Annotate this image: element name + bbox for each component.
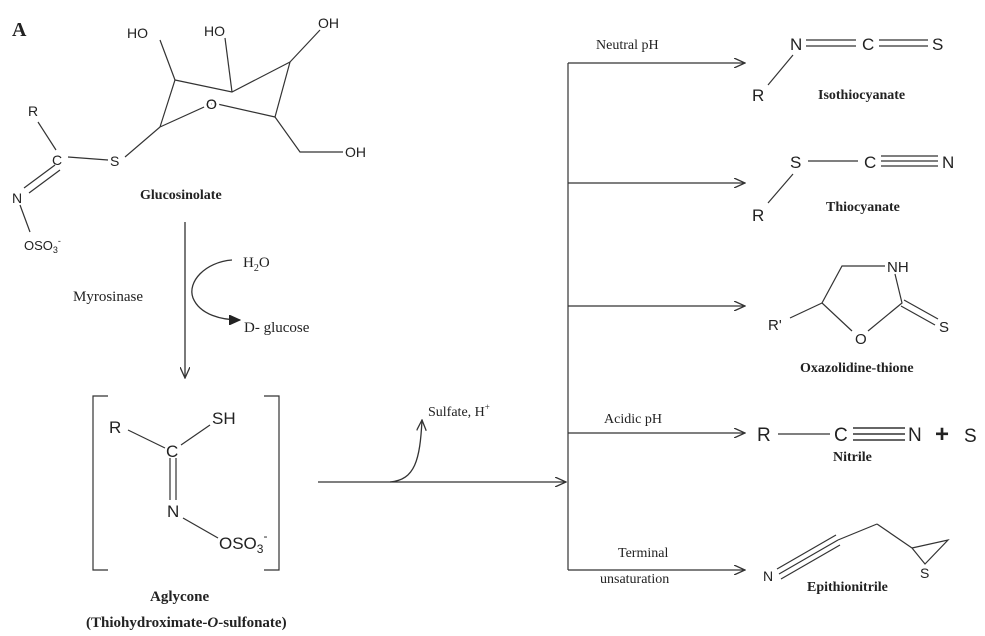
- nitrile-label: Nitrile: [833, 450, 872, 465]
- bond-ch2oh: [274, 116, 343, 153]
- bond-s-c: [67, 156, 109, 161]
- nitrile-structure: R C N + S Nitrile: [757, 421, 977, 465]
- bracket-left: [92, 395, 108, 571]
- glucose-label: D- glucose: [244, 320, 310, 336]
- ring-oxygen-bg: O: [206, 96, 217, 112]
- atom-c: C: [166, 442, 178, 461]
- curved-arrow: [191, 259, 240, 320]
- atom-n: N: [942, 153, 954, 172]
- bond-s-r: [767, 173, 794, 204]
- bond-c-r: [37, 121, 57, 151]
- atom-n: N: [790, 35, 802, 54]
- atom-r: R: [109, 418, 121, 437]
- bond-ho1: [159, 39, 176, 81]
- plus-sign: +: [935, 421, 949, 448]
- aglycone-alt-label: (Thiohydroximate-O-sulfonate): [86, 615, 287, 631]
- bond-cn-c: [780, 544, 841, 580]
- thiirane-ring: [911, 538, 950, 565]
- bond-c-n-a: [23, 164, 56, 189]
- myrosinase-label: Myrosinase: [73, 289, 143, 305]
- terminal-label: Terminal: [618, 546, 668, 561]
- isothiocyanate-label: Isothiocyanate: [818, 88, 905, 103]
- thiocyanate-label: Thiocyanate: [826, 200, 900, 215]
- water-label: H2O: [243, 255, 270, 274]
- atom-n: N: [167, 502, 179, 521]
- thiocyanate-structure: S C N R Thiocyanate: [752, 153, 954, 225]
- bond-cn-b: [778, 539, 839, 575]
- bond-ch2-ring: [876, 523, 913, 549]
- bond-n-o: [19, 204, 31, 233]
- panel-label: A: [12, 19, 27, 41]
- atom-oso3: OSO3-: [24, 236, 61, 255]
- atom-r: R: [757, 425, 771, 446]
- glucose-ring: [159, 60, 291, 128]
- atom-sulfur: S: [964, 426, 977, 447]
- bond-c-ch2: [837, 523, 878, 541]
- atom-oso3: OSO3-: [219, 529, 267, 556]
- atom-c: C: [834, 425, 848, 446]
- bracket-right: [264, 395, 280, 571]
- sulfate-release-arrow: [389, 420, 422, 483]
- atom-n: N: [908, 425, 922, 446]
- atom-s: S: [790, 153, 801, 172]
- atom-o: O: [855, 331, 867, 348]
- aglycone-structure: R SH C N OSO3- Aglycone (Thiohydroximate…: [86, 395, 287, 631]
- bond-ho2: [224, 37, 233, 93]
- thione-bond-b: [900, 305, 936, 326]
- thione-bond-a: [903, 299, 939, 320]
- atom-s: S: [932, 35, 943, 54]
- branch-arrows: Neutral pH Acidic pH Terminal unsaturati…: [567, 38, 745, 587]
- bond-r-ring: [789, 302, 823, 319]
- bond-r-c: [127, 429, 166, 449]
- atom-s: S: [110, 153, 119, 169]
- unsaturation-label: unsaturation: [600, 572, 669, 587]
- bond-oh1: [289, 29, 321, 63]
- ring-bonds-right: [867, 273, 903, 332]
- bond-cn-a: [776, 534, 837, 570]
- oxazolidine-label: Oxazolidine-thione: [800, 361, 914, 376]
- atom-c: C: [52, 152, 62, 168]
- oxazolidine-structure: NH R' O S Oxazolidine-thione: [768, 259, 949, 376]
- neutral-ph-label: Neutral pH: [596, 38, 659, 53]
- bond-n-o: [182, 517, 219, 539]
- atom-sh: SH: [212, 409, 236, 428]
- epithionitrile-structure: N S Epithionitrile: [763, 523, 950, 595]
- atom-r-prime: R': [768, 317, 782, 334]
- glucosinolate-label: Glucosinolate: [140, 188, 222, 203]
- atom-nh: NH: [887, 259, 909, 276]
- atom-s: S: [920, 565, 929, 581]
- atom-oh-2: OH: [345, 144, 366, 160]
- atom-r: R: [28, 103, 38, 119]
- atom-s: S: [939, 319, 949, 336]
- atom-c: C: [862, 35, 874, 54]
- myrosinase-step: Myrosinase H2O D- glucose: [73, 222, 310, 378]
- atom-c: C: [864, 153, 876, 172]
- atom-ho-1: HO: [127, 25, 148, 41]
- acidic-ph-label: Acidic pH: [604, 412, 662, 427]
- main-flow: Sulfate, H+: [318, 402, 566, 482]
- bond-c-n-b: [28, 169, 61, 194]
- epithionitrile-label: Epithionitrile: [807, 580, 888, 595]
- bond-c-sh: [180, 424, 211, 446]
- aglycone-label: Aglycone: [150, 589, 210, 605]
- bond-n-r: [767, 54, 794, 86]
- glucosinolate-structure: HO HO OH OH O O S R C N OSO3- Glucosinol…: [12, 15, 366, 255]
- atom-oh-1: OH: [318, 15, 339, 31]
- atom-r: R: [752, 86, 764, 105]
- atom-n: N: [12, 190, 22, 206]
- isothiocyanate-structure: N C S R Isothiocyanate: [752, 35, 943, 105]
- ring-bonds-left: [821, 265, 885, 332]
- atom-ho-2: HO: [204, 23, 225, 39]
- sulfate-label: Sulfate, H+: [428, 402, 490, 420]
- atom-n: N: [763, 568, 773, 584]
- bond-c1-s: [124, 126, 161, 158]
- atom-ring-o: O: [206, 96, 217, 112]
- atom-r: R: [752, 206, 764, 225]
